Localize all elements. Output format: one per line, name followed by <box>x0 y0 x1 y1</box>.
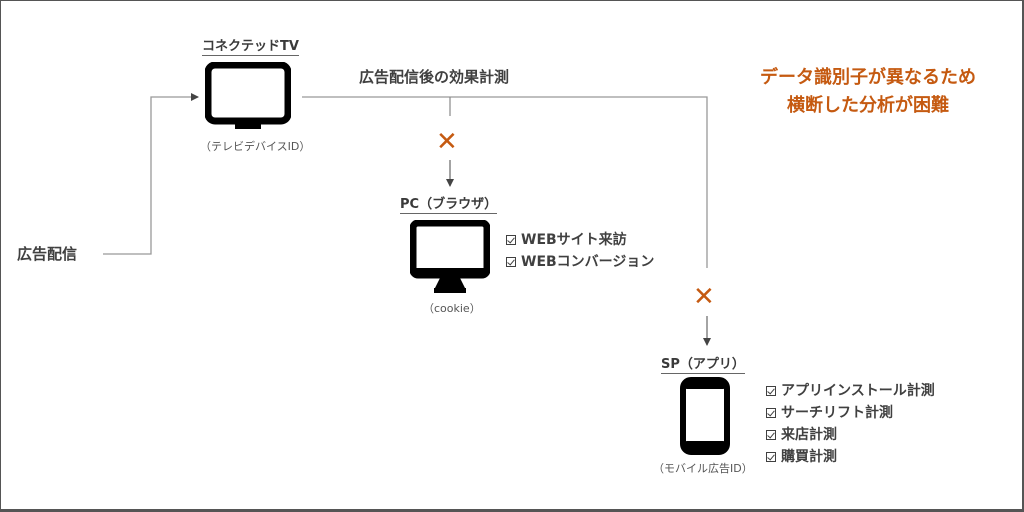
tv-id-label: （テレビデバイスID） <box>200 140 311 153</box>
sp-check-item: アプリインストール計測 <box>766 380 935 402</box>
pc-checklist: WEBサイト来訪 WEBコンバージョン <box>506 229 654 273</box>
pc-title: PC（ブラウザ） <box>400 193 498 214</box>
ad-delivery-label: 広告配信 <box>17 245 78 263</box>
smartphone-icon <box>680 377 730 455</box>
measurement-connector <box>302 96 708 268</box>
checkbox-checked-icon <box>506 257 516 267</box>
checkbox-checked-icon <box>506 235 516 245</box>
pc-id-label: （cookie） <box>423 302 481 315</box>
difficulty-note: データ識別子が異なるため 横断した分析が困難 <box>742 64 994 120</box>
tv-icon <box>205 62 291 129</box>
pc-check-item: WEBコンバージョン <box>506 251 654 273</box>
sp-checklist: アプリインストール計測 サーチリフト計測 来店計測 購買計測 <box>766 380 935 468</box>
sp-block-x-icon: ✕ <box>693 282 715 312</box>
measurement-label: 広告配信後の効果計測 <box>359 68 510 86</box>
sp-check-item: サーチリフト計測 <box>766 402 935 424</box>
delivery-connector <box>103 93 199 255</box>
pc-block-x-icon: ✕ <box>436 127 458 157</box>
pc-check-item: WEBサイト来訪 <box>506 229 654 251</box>
monitor-icon <box>410 220 490 293</box>
difficulty-note-line-2: 横断した分析が困難 <box>787 95 949 116</box>
sp-id-label: （モバイル広告ID） <box>653 462 753 475</box>
sp-title: SP（アプリ） <box>661 353 745 374</box>
checkbox-checked-icon <box>766 430 776 440</box>
tv-title: コネクテッドTV <box>202 35 299 56</box>
difficulty-note-line-1: データ識別子が異なるため <box>760 67 976 88</box>
checkbox-checked-icon <box>766 386 776 396</box>
sp-check-item: 来店計測 <box>766 424 935 446</box>
sp-check-item: 購買計測 <box>766 446 935 468</box>
checkbox-checked-icon <box>766 452 776 462</box>
checkbox-checked-icon <box>766 408 776 418</box>
